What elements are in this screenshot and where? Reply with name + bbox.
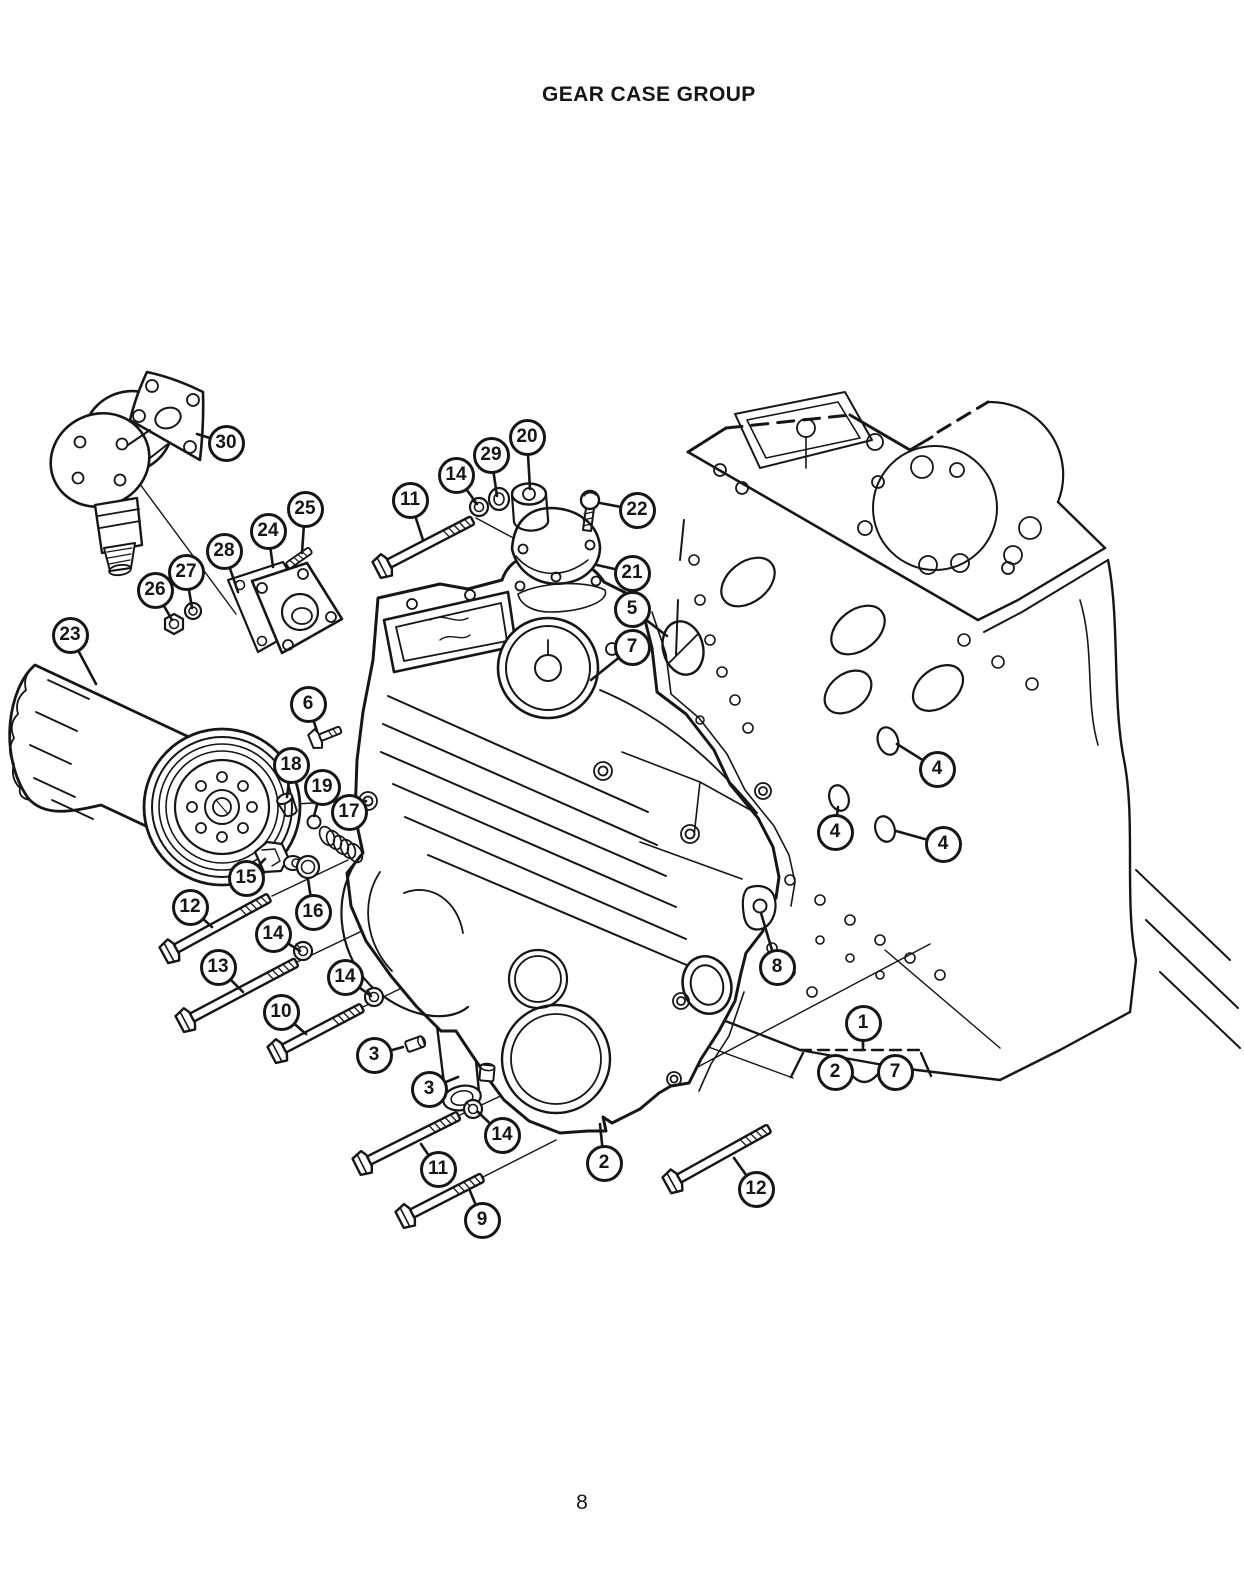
callout-balloon-27: 27 xyxy=(167,553,205,591)
callout-balloon-4: 4 xyxy=(816,813,854,851)
hardware-drawing xyxy=(158,486,772,1230)
callout-balloon-25: 25 xyxy=(286,490,324,528)
leader-line-5 xyxy=(645,618,669,638)
leader-line-4 xyxy=(895,742,923,761)
leader-line-12 xyxy=(732,1156,747,1176)
callout-balloon-30: 30 xyxy=(207,424,245,462)
callout-balloon-19: 19 xyxy=(303,768,341,806)
leader-line-10 xyxy=(293,1022,308,1036)
callout-balloon-8: 8 xyxy=(758,948,796,986)
callout-balloon-2: 2 xyxy=(816,1053,854,1091)
leader-line-12 xyxy=(202,918,214,929)
leader-line-20 xyxy=(526,454,532,491)
leader-line-28 xyxy=(228,567,240,594)
leader-line-18 xyxy=(285,782,291,799)
callout-balloon-14: 14 xyxy=(437,456,475,494)
callout-balloon-28: 28 xyxy=(205,532,243,570)
callout-balloon-7: 7 xyxy=(876,1053,914,1091)
leader-line-9 xyxy=(468,1189,477,1205)
callout-balloon-14: 14 xyxy=(483,1116,521,1154)
callout-balloon-24: 24 xyxy=(249,512,287,550)
small-parts-drawing xyxy=(253,725,496,1083)
leader-line-14 xyxy=(465,488,479,506)
page-title: GEAR CASE GROUP xyxy=(542,83,756,106)
leader-line-4 xyxy=(894,829,927,841)
leader-line-21 xyxy=(595,563,616,571)
leader-line-11 xyxy=(414,516,425,542)
leader-line-3 xyxy=(444,1075,460,1084)
leader-line-29 xyxy=(492,472,499,498)
leader-line-22 xyxy=(598,501,621,508)
callout-balloon-11: 11 xyxy=(419,1150,457,1188)
leader-line-30 xyxy=(195,432,210,439)
leader-line-24 xyxy=(269,548,275,569)
callout-balloon-29: 29 xyxy=(472,436,510,474)
callout-balloon-21: 21 xyxy=(613,554,651,592)
leader-line-14 xyxy=(358,986,373,998)
callout-balloon-20: 20 xyxy=(508,418,546,456)
callout-balloon-14: 14 xyxy=(326,958,364,996)
callout-balloon-14: 14 xyxy=(254,915,292,953)
leader-line-8 xyxy=(759,911,774,951)
callout-balloon-4: 4 xyxy=(918,750,956,788)
page-number: 8 xyxy=(576,1491,588,1514)
callout-balloon-12: 12 xyxy=(171,888,209,926)
callout-balloon-23: 23 xyxy=(51,616,89,654)
oil-pump-drawing xyxy=(49,370,205,577)
o-rings-drawing xyxy=(661,620,900,843)
leader-line-14 xyxy=(476,1110,490,1124)
leader-line-25 xyxy=(300,526,306,555)
callout-balloon-5: 5 xyxy=(613,590,651,628)
leader-line-15 xyxy=(257,857,267,867)
callout-balloon-9: 9 xyxy=(463,1201,501,1239)
callout-balloon-7: 7 xyxy=(613,628,651,666)
callout-balloon-3: 3 xyxy=(410,1070,448,1108)
callout-balloon-6: 6 xyxy=(289,685,327,723)
cover-plate-drawing xyxy=(163,546,344,655)
callout-balloon-4: 4 xyxy=(924,825,962,863)
callout-balloon-15: 15 xyxy=(227,859,265,897)
leader-line-19 xyxy=(312,803,319,818)
leader-line-6 xyxy=(312,720,319,733)
leader-line-23 xyxy=(77,650,98,686)
callout-balloon-11: 11 xyxy=(391,481,429,519)
callout-balloon-12: 12 xyxy=(737,1170,775,1208)
callout-balloon-16: 16 xyxy=(294,893,332,931)
leader-line-11 xyxy=(419,1142,429,1156)
callout-balloon-18: 18 xyxy=(272,746,310,784)
callout-balloon-17: 17 xyxy=(330,793,368,831)
callout-balloon-26: 26 xyxy=(136,571,174,609)
leader-line-2 xyxy=(598,1122,604,1146)
leader-line-14 xyxy=(287,942,302,953)
callout-balloon-2: 2 xyxy=(585,1144,623,1182)
leader-line-3 xyxy=(390,1045,405,1052)
leader-line-27 xyxy=(187,588,194,610)
breather-cover-drawing xyxy=(510,482,607,613)
gear-case-drawing xyxy=(340,551,796,1135)
leader-line-26 xyxy=(162,604,174,622)
leader-line-4 xyxy=(835,805,840,815)
leader-line-13 xyxy=(229,978,245,994)
callout-balloon-10: 10 xyxy=(262,993,300,1031)
callout-balloon-3: 3 xyxy=(355,1036,393,1074)
callout-balloon-13: 13 xyxy=(199,948,237,986)
callout-balloon-1: 1 xyxy=(844,1004,882,1042)
callout-balloon-22: 22 xyxy=(618,491,656,529)
leader-line-7 xyxy=(589,657,619,682)
leader-line-16 xyxy=(306,877,312,896)
